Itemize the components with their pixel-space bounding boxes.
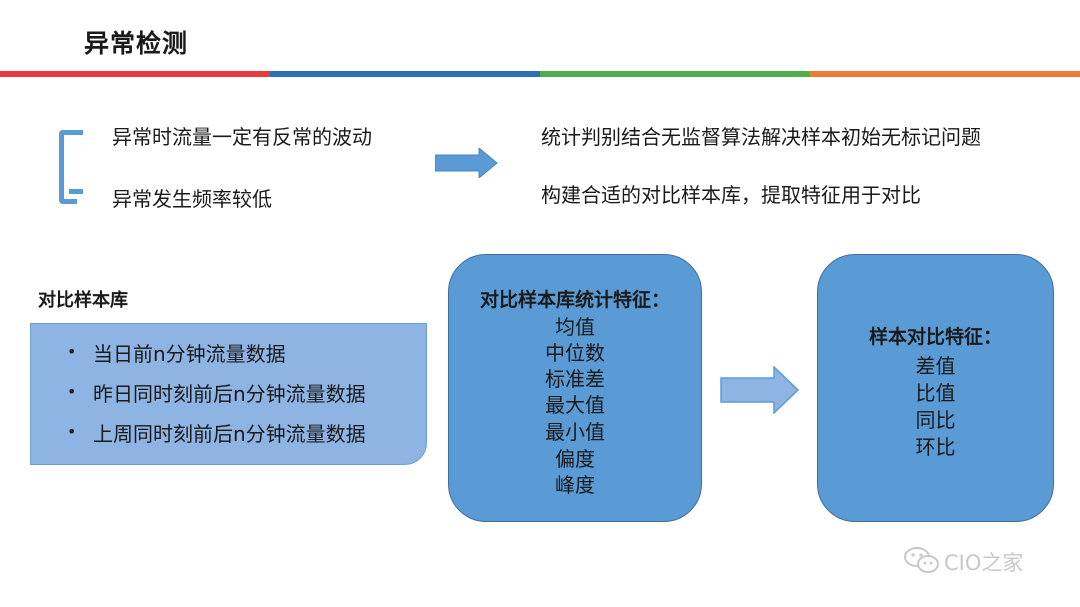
bracket-icon — [59, 130, 77, 204]
stats-item: 峰度 — [555, 473, 595, 497]
stats-features-box: 对比样本库统计特征： 均值 中位数 标准差 最大值 最小值 偏度 峰度 — [448, 254, 702, 522]
color-stripe-blue — [270, 71, 540, 77]
bracket-top-tick — [69, 130, 83, 135]
compare-item: 差值 — [915, 354, 956, 378]
color-stripe-red — [0, 71, 270, 77]
stats-item: 最小值 — [545, 420, 605, 444]
bullet-icon: • — [67, 422, 77, 441]
stats-box-title: 对比样本库统计特征： — [479, 289, 670, 311]
right-arrow-icon — [720, 365, 800, 418]
bullet-icon: • — [67, 382, 77, 401]
compare-box-title: 样本对比特征： — [868, 326, 1002, 348]
stats-item: 均值 — [555, 315, 595, 339]
library-box: • 当日前n分钟流量数据 • 昨日同时刻前后n分钟流量数据 • 上周同时刻前后n… — [30, 323, 427, 465]
stats-item: 标准差 — [545, 367, 605, 391]
bracket-bottom-tick — [69, 189, 83, 194]
left-point-1: 异常时流量一定有反常的波动 — [112, 125, 372, 149]
bullet-icon: • — [67, 342, 77, 361]
page-title: 异常检测 — [84, 29, 189, 58]
right-point-2: 构建合适的对比样本库，提取特征用于对比 — [541, 183, 921, 207]
color-stripe-green — [540, 71, 810, 77]
stats-item: 最大值 — [545, 393, 605, 417]
compare-item: 比值 — [915, 381, 956, 405]
color-stripe-orange — [810, 71, 1080, 77]
stats-item: 偏度 — [555, 447, 595, 471]
compare-features-box: 样本对比特征： 差值 比值 同比 环比 — [817, 254, 1054, 522]
left-point-2: 异常发生频率较低 — [112, 187, 272, 211]
right-point-1: 统计判别结合无监督算法解决样本初始无标记问题 — [541, 125, 981, 149]
library-title: 对比样本库 — [38, 290, 128, 311]
wechat-icon — [902, 545, 942, 580]
compare-item: 同比 — [915, 408, 956, 432]
stats-item: 中位数 — [545, 341, 605, 365]
right-arrow-icon — [434, 146, 499, 182]
compare-item: 环比 — [915, 435, 956, 459]
